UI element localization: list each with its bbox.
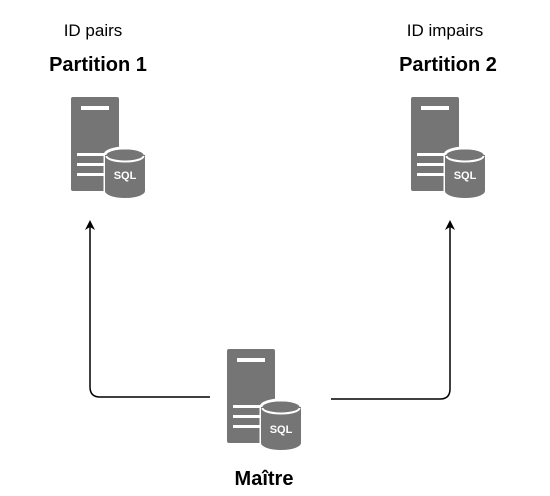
partition1-caption: ID pairs <box>64 21 123 40</box>
edge-master-to-partition2 <box>331 220 455 400</box>
partition2-db-label: SQL <box>454 170 477 182</box>
partition1-db-label: SQL <box>114 170 137 182</box>
partition2-caption: ID impairs <box>407 21 484 40</box>
edge-master-to-partition1 <box>85 220 210 398</box>
master-title: Maître <box>235 468 294 490</box>
partition2-title: Partition 2 <box>399 54 497 76</box>
node-master: SQL Maître <box>225 347 303 490</box>
sql-server-icon: SQL <box>409 95 487 200</box>
partition1-title: Partition 1 <box>49 54 147 76</box>
sql-server-icon: SQL <box>225 347 303 452</box>
node-partition2: ID impairs Partition 2 SQL <box>399 21 497 200</box>
master-db-label: SQL <box>270 424 293 436</box>
node-partition1: ID pairs Partition 1 SQL <box>49 21 147 200</box>
sql-server-icon: SQL <box>69 95 147 200</box>
